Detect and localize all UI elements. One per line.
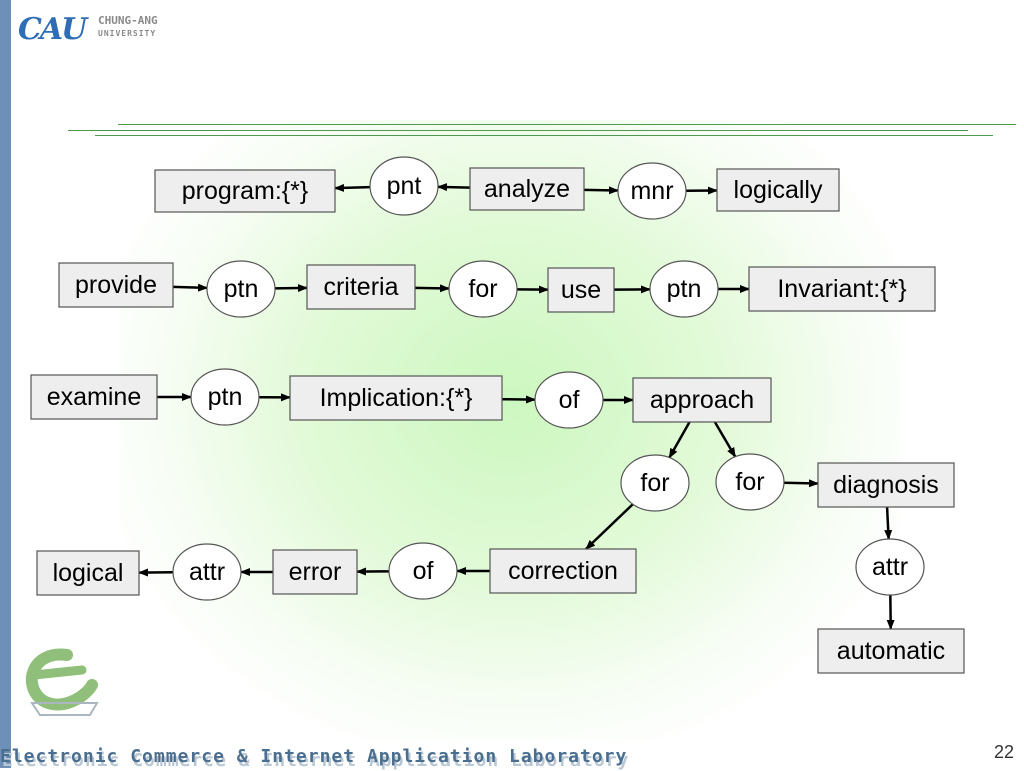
node-examine: examine	[31, 375, 157, 419]
node-label: logically	[734, 176, 823, 204]
node-ptn2: ptn	[650, 261, 718, 317]
node-label: logical	[53, 559, 124, 587]
node-automatic: automatic	[818, 629, 964, 673]
node-label: for	[735, 468, 764, 496]
edge-provide-to-ptn1	[173, 287, 207, 288]
edge-ptn1-to-criteria	[275, 288, 307, 289]
node-label: mnr	[630, 177, 673, 205]
node-label: provide	[75, 271, 157, 299]
node-error: error	[273, 550, 357, 594]
node-label: Invariant:{*}	[777, 275, 906, 303]
edge-for2-to-correction	[586, 504, 633, 549]
node-for2: for	[621, 455, 689, 511]
edge-for3-to-diagnosis	[784, 483, 818, 484]
node-label: correction	[508, 557, 618, 585]
node-label: of	[559, 386, 580, 414]
edge-analyze-to-mnr	[584, 190, 618, 191]
lab-name: Electronic Commerce & Internet Applicati…	[0, 746, 627, 767]
node-label: automatic	[837, 637, 945, 665]
node-ptn3: ptn	[191, 369, 259, 425]
edge-criteria-to-for1	[415, 288, 449, 289]
node-of2: of	[389, 543, 457, 599]
node-criteria: criteria	[307, 265, 415, 309]
node-label: examine	[47, 383, 142, 411]
edge-diagnosis-to-attr1	[887, 507, 889, 539]
node-provide: provide	[59, 263, 173, 307]
node-ptn1: ptn	[207, 261, 275, 317]
node-for1: for	[449, 261, 517, 317]
node-label: ptn	[224, 275, 259, 303]
edge-approach-to-for3	[715, 422, 735, 457]
node-logically: logically	[717, 169, 839, 211]
edge-analyze-to-pnt	[438, 187, 470, 188]
edge-pnt-to-program	[335, 187, 370, 188]
node-use: use	[548, 268, 614, 312]
node-label: of	[413, 557, 434, 585]
node-label: error	[289, 558, 342, 586]
node-label: pnt	[387, 172, 422, 200]
edge-approach-to-for2	[669, 422, 689, 458]
node-label: diagnosis	[833, 471, 939, 499]
node-label: program:{*}	[182, 177, 308, 205]
node-label: criteria	[323, 273, 398, 301]
node-label: analyze	[484, 175, 570, 203]
node-program: program:{*}	[155, 170, 335, 212]
node-label: ptn	[667, 275, 702, 303]
node-label: attr	[189, 558, 225, 586]
node-label: approach	[650, 386, 754, 414]
node-of1: of	[535, 372, 603, 428]
node-label: attr	[872, 553, 908, 581]
node-attr2: attr	[173, 544, 241, 600]
node-diagnosis: diagnosis	[818, 463, 954, 507]
node-attr1: attr	[856, 539, 924, 595]
page-number: 22	[994, 742, 1014, 763]
node-label: ptn	[208, 383, 243, 411]
node-approach: approach	[633, 378, 771, 422]
node-for3: for	[716, 454, 784, 510]
node-label: for	[640, 469, 669, 497]
lab-footer: Electronic Commerce & Internet Applicati…	[0, 746, 900, 768]
node-analyze: analyze	[470, 168, 584, 210]
e-commerce-logo	[12, 615, 112, 725]
node-pnt: pnt	[370, 157, 438, 215]
node-label: use	[561, 276, 601, 304]
node-logical: logical	[37, 551, 139, 595]
node-implication: Implication:{*}	[290, 376, 502, 420]
node-label: for	[468, 275, 497, 303]
node-mnr: mnr	[618, 163, 686, 219]
node-invariant: Invariant:{*}	[749, 267, 935, 311]
node-layer: program:{*} pnt analyze mnr logically provide…	[31, 157, 964, 673]
node-label: Implication:{*}	[320, 384, 473, 412]
node-correction: correction	[490, 549, 636, 593]
